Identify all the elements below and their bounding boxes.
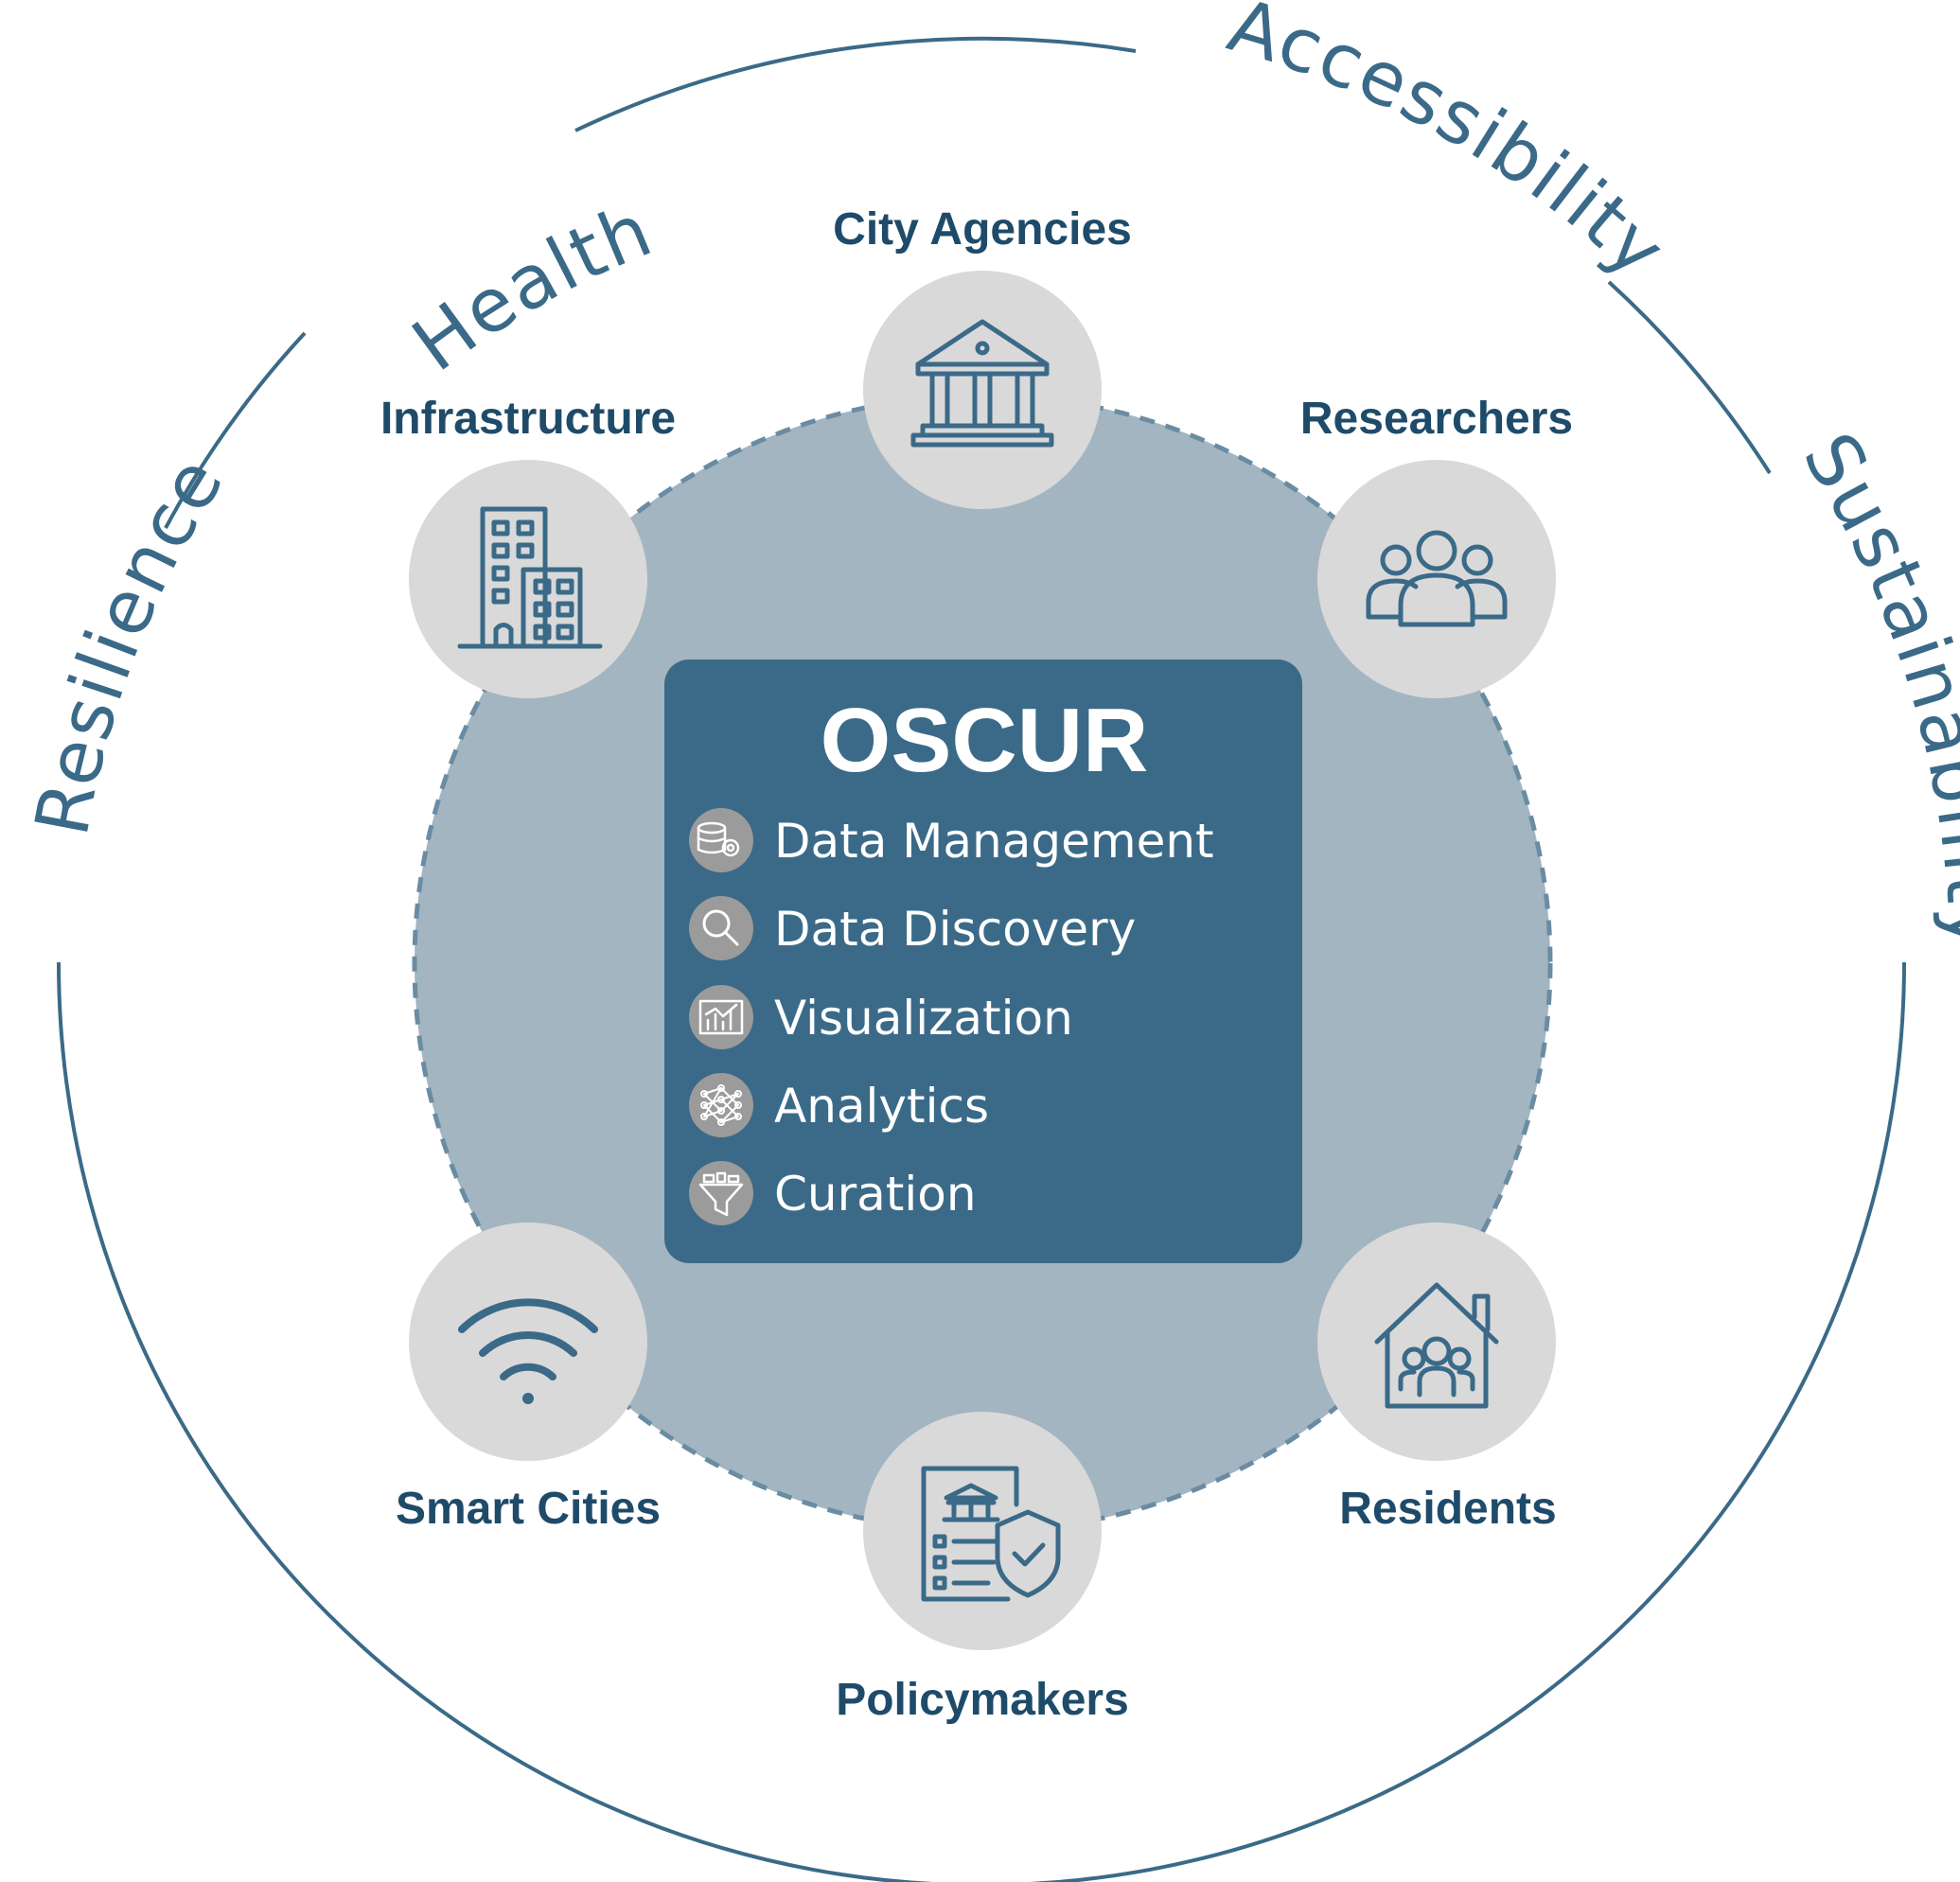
ring-label-health: Health [397,187,664,388]
node-smart-cities [409,1222,647,1461]
database-gear-icon [697,821,740,857]
outer-ring-segment [164,331,307,529]
funnel-icon [698,1171,744,1217]
outer-ring-segment [57,961,1906,1882]
outer-ring [57,36,1906,1882]
label-infrastructure: Infrastructure [380,394,676,444]
node-city-agencies [863,271,1102,509]
feature-label: Curation [774,1167,977,1222]
feature-analytics: Analytics [689,1073,989,1137]
node-researchers [1317,460,1556,698]
feature-icon-bg [689,985,753,1049]
magnifier-icon [702,909,739,946]
feature-curation: Curation [689,1161,977,1225]
oscur-panel-bg [664,660,1302,1263]
feature-label: Visualization [774,991,1073,1046]
oscur-panel: OSCUR Data Management Data Discovery [664,660,1302,1263]
oscur-title: OSCUR [821,690,1149,791]
feature-visualization: Visualization [689,985,1073,1049]
chart-icon [698,999,744,1035]
label-smart-cities: Smart Cities [396,1484,661,1534]
ring-label-sustainability: Sustainability [1786,419,1960,953]
feature-icon-bg [689,896,753,960]
node-infrastructure [409,460,647,698]
ring-label-accessibility: Accessibility [1219,0,1682,295]
feature-label: Data Management [774,814,1214,869]
label-policymakers: Policymakers [836,1675,1129,1725]
feature-icon-bg [689,1161,753,1225]
node-circle [409,460,647,698]
node-circle [1317,1222,1556,1461]
label-residents: Residents [1339,1484,1556,1534]
ring-label-resilience: Resilience [20,442,241,842]
label-researchers: Researchers [1300,394,1573,444]
label-city-agencies: City Agencies [833,204,1132,255]
neural-network-icon [700,1084,742,1126]
node-circle [1317,460,1556,698]
node-circle [409,1222,647,1461]
wifi-icon [458,1298,598,1404]
node-circle [863,271,1102,509]
node-policymakers [863,1412,1102,1650]
outer-ring-segment [1607,280,1772,475]
feature-label: Analytics [774,1079,989,1134]
feature-icon-bg [689,1073,753,1137]
feature-data-discovery: Data Discovery [689,896,1136,960]
feature-data-management: Data Management [689,808,1214,872]
office-buildings-icon [457,506,603,649]
node-circle [863,1412,1102,1650]
government-building-icon [910,319,1054,448]
feature-label: Data Discovery [774,902,1136,957]
node-residents [1317,1222,1556,1461]
people-group-icon [1366,530,1508,627]
outer-ring-segment [574,36,1137,132]
home-family-icon [1374,1282,1499,1409]
policy-document-icon [921,1466,1061,1602]
